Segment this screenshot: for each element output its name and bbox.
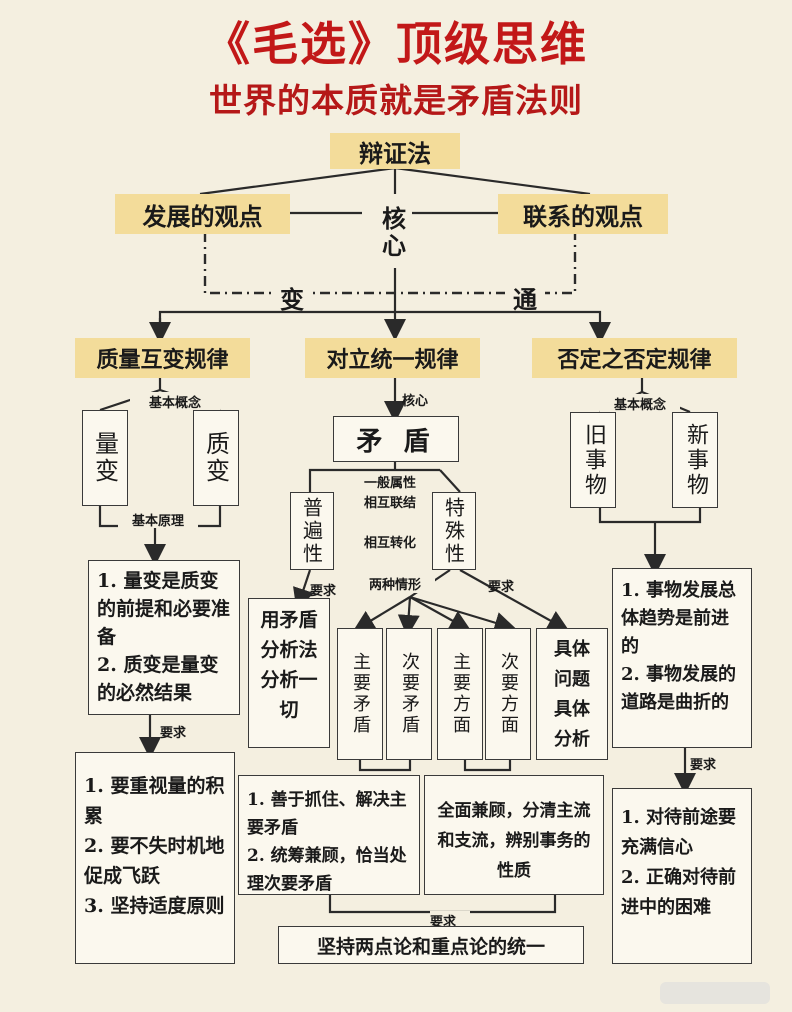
universality-box: 普遍性 bbox=[290, 492, 334, 570]
old-thing-box: 旧事物 bbox=[570, 412, 616, 508]
contradiction-point-2: 2. 统筹兼顾，恰当处理次要矛盾 bbox=[247, 846, 407, 894]
right-requirement-1: 1. 对待前途要充满信心 bbox=[621, 807, 737, 858]
center-requirement-right: 要求 bbox=[488, 580, 515, 595]
right-principle-1: 1. 事物发展总体趋势是前进的 bbox=[621, 580, 737, 657]
development-view: 发展的观点 bbox=[115, 194, 290, 234]
concrete-analysis-box: 具体问题具体分析 bbox=[536, 628, 608, 760]
right-principles-box: 1. 事物发展总体趋势是前进的 2. 事物发展的道路是曲折的 bbox=[612, 568, 752, 748]
connection-view: 联系的观点 bbox=[498, 194, 668, 234]
contradiction-points-box: 1. 善于抓住、解决主要矛盾 2. 统筹兼顾，恰当处理次要矛盾 bbox=[238, 775, 420, 895]
center-requirement-left: 要求 bbox=[310, 584, 337, 599]
main-aspect-box: 主要方面 bbox=[437, 628, 483, 760]
left-requirement-3: 3. 坚持适度原则 bbox=[84, 895, 225, 917]
right-requirement-2: 2. 正确对待前进中的困难 bbox=[621, 867, 737, 918]
left-requirement-1: 1. 要重视量的积累 bbox=[84, 775, 225, 827]
aspect-points-box: 全面兼顾，分清主流和支流，辨别事务的性质 bbox=[424, 775, 604, 895]
watermark-overlay bbox=[660, 982, 770, 1004]
secondary-contradiction-box: 次要矛盾 bbox=[386, 628, 432, 760]
law-quantity-quality: 质量互变规律 bbox=[75, 338, 250, 378]
page-title: 《毛选》顶级思维 bbox=[204, 17, 588, 71]
particularity-box: 特殊性 bbox=[432, 492, 476, 570]
qualitative-change-box: 质变 bbox=[193, 410, 239, 506]
mutual-link-label: 相互联结 bbox=[363, 496, 416, 511]
contradiction-box: 矛 盾 bbox=[333, 416, 459, 462]
right-requirements-box: 1. 对待前途要充满信心 2. 正确对待前进中的困难 bbox=[612, 788, 752, 964]
left-requirements-box: 1. 要重视量的积累 2. 要不失时机地促成飞跃 3. 坚持适度原则 bbox=[75, 752, 235, 964]
analyze-all-box: 用矛盾分析法分析一切 bbox=[248, 598, 330, 748]
left-principle-1: 1. 量变是质变的前提和必要准备 bbox=[97, 570, 231, 648]
right-principle-2: 2. 事物发展的道路是曲折的 bbox=[621, 664, 737, 713]
law-unity-opposites: 对立统一规律 bbox=[305, 338, 480, 378]
left-requirement-label: 要求 bbox=[160, 726, 187, 741]
flow-label: 通 bbox=[505, 280, 545, 314]
unity-box: 坚持两点论和重点论的统一 bbox=[278, 926, 584, 964]
right-requirement-label: 要求 bbox=[690, 758, 717, 773]
left-concept-label: 基本概念 bbox=[130, 392, 220, 411]
left-principle-label: 基本原理 bbox=[118, 510, 198, 529]
left-requirement-2: 2. 要不失时机地促成飞跃 bbox=[84, 835, 225, 887]
secondary-aspect-box: 次要方面 bbox=[485, 628, 531, 760]
left-principles-box: 1. 量变是质变的前提和必要准备 2. 质变是量变的必然结果 bbox=[88, 560, 240, 715]
page-subtitle: 世界的本质就是矛盾法则 bbox=[209, 81, 583, 120]
general-attribute-label: 一般属性 bbox=[350, 472, 430, 491]
root-node: 辩证法 bbox=[330, 133, 460, 169]
two-cases-label: 两种情形 bbox=[355, 574, 435, 593]
core-label: 核心 bbox=[377, 206, 407, 260]
left-principle-2: 2. 质变是量变的必然结果 bbox=[97, 654, 219, 704]
center-core-label: 核心 bbox=[402, 394, 429, 409]
right-concept-label: 基本概念 bbox=[600, 394, 680, 413]
mutual-transform-label: 相互转化 bbox=[363, 536, 416, 551]
new-thing-box: 新事物 bbox=[672, 412, 718, 508]
quantitative-change-box: 量变 bbox=[82, 410, 128, 506]
change-label: 变 bbox=[272, 280, 312, 314]
contradiction-point-1: 1. 善于抓住、解决主要矛盾 bbox=[247, 790, 407, 838]
main-contradiction-box: 主要矛盾 bbox=[337, 628, 383, 760]
law-negation: 否定之否定规律 bbox=[532, 338, 737, 378]
